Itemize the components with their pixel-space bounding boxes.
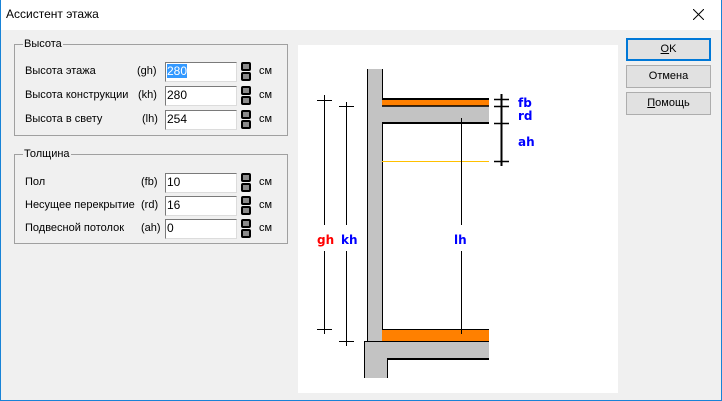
gh-dimension <box>317 95 332 334</box>
floor-height-code: (gh) <box>137 65 157 77</box>
structure-height-unit: см <box>259 89 273 101</box>
spin-down-icon[interactable] <box>241 229 251 238</box>
spin-down-icon[interactable] <box>241 120 251 129</box>
thickness-group: Толщина Пол (fb) 10 см Несущее перекрыти… <box>14 148 288 244</box>
ceiling-thickness-spinner[interactable] <box>241 219 251 238</box>
floor-height-spinner[interactable] <box>241 62 251 81</box>
clear-height-spinner[interactable] <box>241 110 251 129</box>
ceiling-thickness-input[interactable]: 0 <box>165 219 237 239</box>
structure-height-code: (kh) <box>138 89 157 101</box>
slab-thickness-row: Несущее перекрытие (rd) 16 см <box>15 196 285 216</box>
help-button[interactable]: Помощь <box>626 92 711 115</box>
spin-down-icon[interactable] <box>241 206 251 215</box>
height-group: Высота Высота этажа (gh) 280 см Высота к… <box>14 38 288 136</box>
close-icon <box>692 8 704 21</box>
clear-height-input[interactable]: 254 <box>165 110 237 130</box>
ah-label: ah <box>518 135 535 149</box>
spin-up-icon[interactable] <box>241 62 251 71</box>
top-wall-slab <box>367 69 489 341</box>
floor-thickness-code: (fb) <box>141 176 158 188</box>
clear-height-label: Высота в свету <box>25 113 103 125</box>
bottom-floor-finish <box>382 329 489 341</box>
spin-up-icon[interactable] <box>241 173 251 182</box>
close-button[interactable] <box>675 0 721 30</box>
spin-up-icon[interactable] <box>241 110 251 119</box>
thickness-group-legend: Толщина <box>24 148 70 160</box>
lh-label: lh <box>454 233 467 247</box>
floor-thickness-label: Пол <box>25 176 46 188</box>
clear-height-row: Высота в свету (lh) 254 см <box>15 110 285 130</box>
ceiling-thickness-code: (ah) <box>141 222 161 234</box>
spin-down-icon[interactable] <box>241 183 251 192</box>
spin-down-icon[interactable] <box>241 96 251 105</box>
slab-thickness-label: Несущее перекрытие <box>25 199 135 211</box>
floor-thickness-input[interactable]: 10 <box>165 173 237 193</box>
spin-up-icon[interactable] <box>241 219 251 228</box>
window-title: Ассистент этажа <box>6 7 99 21</box>
structure-height-row: Высота конструкции (kh) 280 см <box>15 86 285 106</box>
clear-height-unit: см <box>259 113 273 125</box>
title-bar: Ассистент этажа <box>1 0 721 30</box>
kh-dimension <box>339 102 354 346</box>
section-drawing: gh kh lh fb rd ah <box>317 69 535 378</box>
fb-label: fb <box>518 96 532 110</box>
spin-down-icon[interactable] <box>241 72 251 81</box>
bottom-slab <box>364 341 489 378</box>
floor-height-unit: см <box>259 65 273 77</box>
ceiling-thickness-row: Подвесной потолок (ah) 0 см <box>15 219 285 239</box>
structure-height-spinner[interactable] <box>241 86 251 105</box>
height-group-legend: Высота <box>24 38 62 50</box>
ok-button[interactable]: OK <box>626 38 711 61</box>
gh-label: gh <box>317 233 334 247</box>
floor-height-input[interactable]: 280 <box>165 62 237 82</box>
floor-thickness-spinner[interactable] <box>241 173 251 192</box>
rd-label: rd <box>518 109 533 123</box>
structure-height-label: Высота конструкции <box>25 89 129 101</box>
cancel-button[interactable]: Отмена <box>626 65 711 88</box>
fb-rd-ah-dimension <box>494 94 509 166</box>
ceiling-thickness-unit: см <box>259 222 273 234</box>
kh-label: kh <box>341 233 358 247</box>
structure-height-input[interactable]: 280 <box>165 86 237 106</box>
clear-height-code: (lh) <box>142 113 158 125</box>
floor-height-row: Высота этажа (gh) 280 см <box>15 62 285 82</box>
slab-thickness-input[interactable]: 16 <box>165 196 237 216</box>
spin-up-icon[interactable] <box>241 196 251 205</box>
floor-height-label: Высота этажа <box>25 65 96 77</box>
floor-thickness-row: Пол (fb) 10 см <box>15 173 285 193</box>
slab-thickness-spinner[interactable] <box>241 196 251 215</box>
ceiling-thickness-label: Подвесной потолок <box>25 222 125 234</box>
top-floor-finish <box>382 99 489 106</box>
floor-section-diagram: gh kh lh fb rd ah <box>298 45 618 393</box>
floor-thickness-unit: см <box>259 176 273 188</box>
slab-thickness-code: (rd) <box>141 199 159 211</box>
spin-up-icon[interactable] <box>241 86 251 95</box>
slab-thickness-unit: см <box>259 199 273 211</box>
